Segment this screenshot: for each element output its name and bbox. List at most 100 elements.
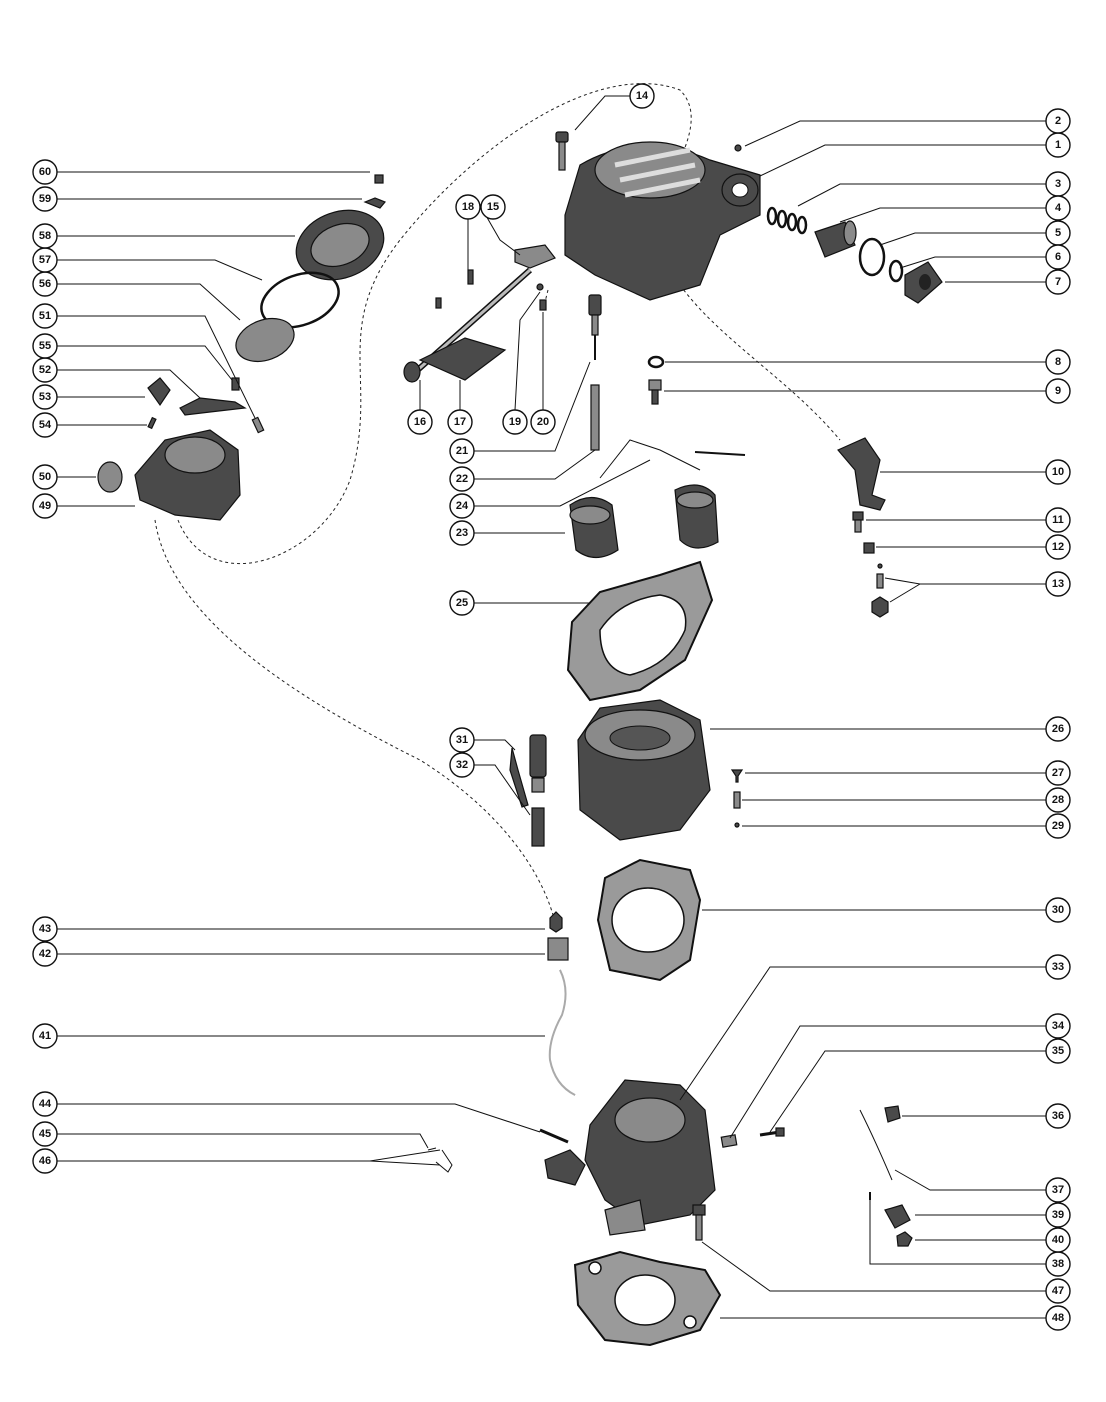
callout-9: 9 [1045,378,1071,404]
part-32-spring [531,807,545,847]
callout-46: 46 [32,1148,58,1174]
callout-circle [449,752,475,778]
callout-43: 43 [32,916,58,942]
part-24-float-hinge [599,439,701,479]
callout-circle [1045,195,1071,221]
callout-58: 58 [32,223,58,249]
carburetor-body [564,141,761,301]
part-43-nut [549,911,563,933]
callout-label: 56 [39,278,51,290]
callout-label: 18 [462,201,474,213]
callout-42: 42 [32,941,58,967]
callout-label: 49 [39,500,51,512]
part-39-lever [884,1204,911,1229]
callout-label: 20 [537,416,549,428]
part-37-rod [859,1109,893,1181]
callout-circle [480,194,506,220]
callout-circle [449,727,475,753]
callout-circle [530,409,556,435]
callout-label: 17 [454,416,466,428]
callout-circle [1045,1177,1071,1203]
callout-label: 5 [1055,227,1061,239]
callout-54: 54 [32,412,58,438]
part-49-housing [134,429,241,521]
callout-label: 29 [1052,820,1064,832]
callout-44: 44 [32,1091,58,1117]
part-31-jet [509,734,547,808]
callout-circle [32,1121,58,1147]
callout-label: 48 [1052,1312,1064,1324]
callout-label: 45 [39,1128,51,1140]
callout-label: 3 [1055,178,1061,190]
callout-circle [1045,378,1071,404]
callout-47: 47 [1045,1278,1071,1304]
callout-label: 41 [39,1030,51,1042]
fuel-path-dashed-line [177,83,692,564]
callout-59: 59 [32,186,58,212]
callout-circle [32,159,58,185]
part-35-screw [759,1127,785,1137]
callout-circle [407,409,433,435]
callout-31: 31 [449,727,475,753]
callout-circle [32,1023,58,1049]
callout-circle [32,941,58,967]
part-57-gasket-ring [260,271,340,329]
callout-circle [1045,507,1071,533]
callout-label: 26 [1052,723,1064,735]
leader-lines [57,95,1046,1319]
callout-40: 40 [1045,1227,1071,1253]
part-59-clip [363,197,386,209]
callout-circle [1045,1103,1071,1129]
callout-circle [449,493,475,519]
part-21-needle-valve [588,294,602,360]
callout-label: 35 [1052,1045,1064,1057]
part-19-ball [536,283,544,291]
part-11-screw [852,511,864,533]
part-28-spring [733,791,741,809]
callout-label: 60 [39,166,51,178]
callout-circle [1045,1227,1071,1253]
callout-label: 40 [1052,1234,1064,1246]
callout-38: 38 [1045,1251,1071,1277]
callout-label: 33 [1052,961,1064,973]
callout-12: 12 [1045,534,1071,560]
part-9-fitting [648,379,662,405]
part-56-diaphragm [235,317,295,363]
callout-26: 26 [1045,716,1071,742]
part-4-screen [814,220,857,258]
part-53-fitting [147,377,171,407]
callout-label: 55 [39,340,51,352]
part-3-spring [766,206,808,235]
callout-circle [32,493,58,519]
callout-35: 35 [1045,1038,1071,1064]
callout-circle [449,520,475,546]
callout-57: 57 [32,247,58,273]
part-25-gasket [566,560,714,702]
callout-45: 45 [32,1121,58,1147]
callout-circle [32,916,58,942]
callout-circle [1045,108,1071,134]
callout-circle [1045,954,1071,980]
callout-11: 11 [1045,507,1071,533]
part-18-screws [435,269,474,309]
callout-label: 51 [39,310,51,322]
part-51-screw [251,416,265,434]
callout-circle [32,303,58,329]
callout-55: 55 [32,333,58,359]
part-47-screw [692,1204,706,1241]
callout-28: 28 [1045,787,1071,813]
callout-48: 48 [1045,1305,1071,1331]
part-13-screw-nut [871,563,889,618]
callout-circle [1045,1038,1071,1064]
part-52-bracket [179,397,247,416]
callout-circle [1045,897,1071,923]
callout-1: 1 [1045,132,1071,158]
part-33-pump-body [544,1079,716,1236]
callout-label: 23 [456,527,468,539]
callout-circle [1045,1013,1071,1039]
callout-37: 37 [1045,1177,1071,1203]
callout-circle [1045,1202,1071,1228]
callout-label: 44 [39,1098,52,1110]
